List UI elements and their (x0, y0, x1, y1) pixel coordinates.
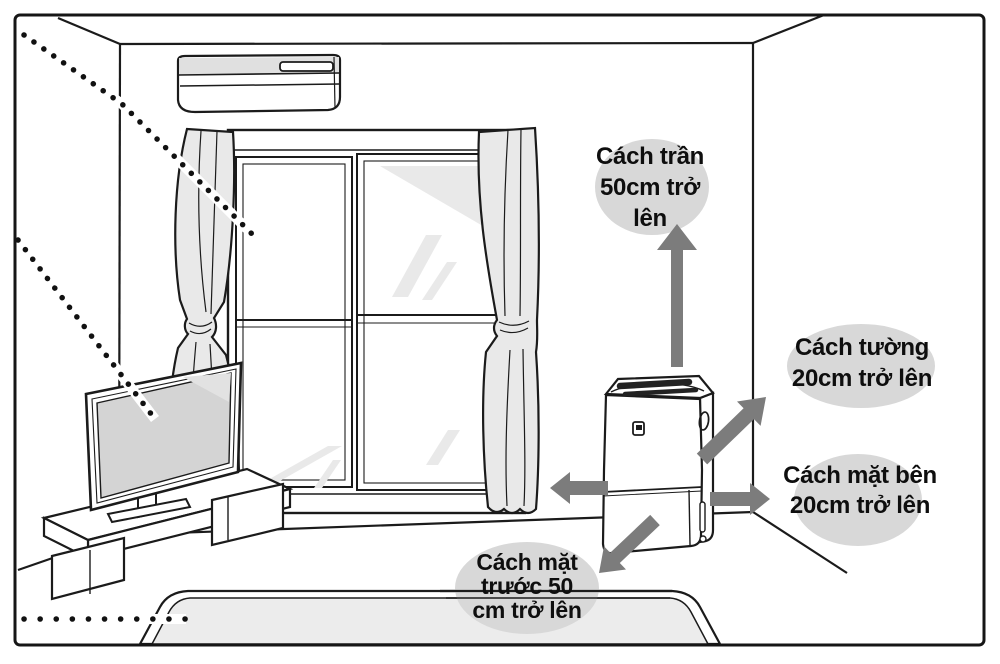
label-line: cm trở lên (472, 597, 582, 623)
label-line: Cách mặt (476, 549, 578, 575)
window (226, 128, 527, 515)
label-line: Cách mặt bên (783, 462, 937, 489)
arrow-left-front (550, 472, 608, 504)
label-ellipses (455, 139, 935, 634)
ray-upper (21, 32, 261, 243)
dehumidifier (601, 374, 715, 555)
arrow-right-side (710, 483, 770, 515)
side-handle (698, 411, 710, 431)
tv-screen (96, 372, 232, 499)
label-line: 50cm trở (599, 174, 701, 201)
tv-base (106, 497, 192, 524)
clearance-arrows (550, 224, 770, 573)
front-label-ellipse (455, 542, 599, 634)
side-label-ellipse (794, 454, 922, 546)
air-conditioner (176, 53, 342, 114)
stand-right-leg (210, 482, 285, 547)
label-line: trước 50 (481, 573, 573, 599)
rug (138, 589, 722, 646)
dehumidifier-front (601, 393, 704, 555)
arrow-up-ceiling (657, 224, 697, 367)
ac-vent (279, 61, 334, 72)
front-clearance-label: Cách mặt trước 50 cm trở lên (441, 550, 613, 622)
television (84, 361, 243, 524)
ceiling-clearance-label: Cách trần 50cm trở lên (560, 141, 740, 234)
label-line: lên (633, 205, 667, 232)
ray-lower (15, 237, 158, 422)
stand-left-leg (50, 536, 126, 601)
ceiling-corner-left (57, 16, 121, 46)
tank-seam (602, 486, 703, 493)
top-grille-slot (622, 387, 699, 397)
label-line: Cách trần (596, 143, 704, 170)
arrow-upright-wall (696, 397, 766, 465)
ceiling-edge (119, 41, 754, 46)
label-line: Cách tường (794, 334, 930, 361)
floor-edge-right (752, 511, 848, 574)
ceiling-label-ellipse (595, 139, 709, 235)
curtain-right (477, 126, 540, 515)
diagram-border (13, 13, 986, 647)
wall-label-ellipse (787, 324, 935, 408)
side-clearance-label: Cách mặt bên 20cm trở lên (765, 461, 955, 521)
wall-clearance-label: Cách tường 20cm trở lên (770, 332, 954, 394)
water-level-window (699, 501, 706, 533)
sunlight-rays (14, 30, 262, 624)
ceiling-corner-right (752, 13, 825, 45)
top-grille-slot (616, 378, 693, 390)
front-logo-mark (636, 425, 642, 430)
label-line: 20cm trở lên (791, 365, 933, 392)
label-line: 20cm trở lên (789, 492, 931, 519)
arrow-downleft-front (599, 514, 660, 573)
